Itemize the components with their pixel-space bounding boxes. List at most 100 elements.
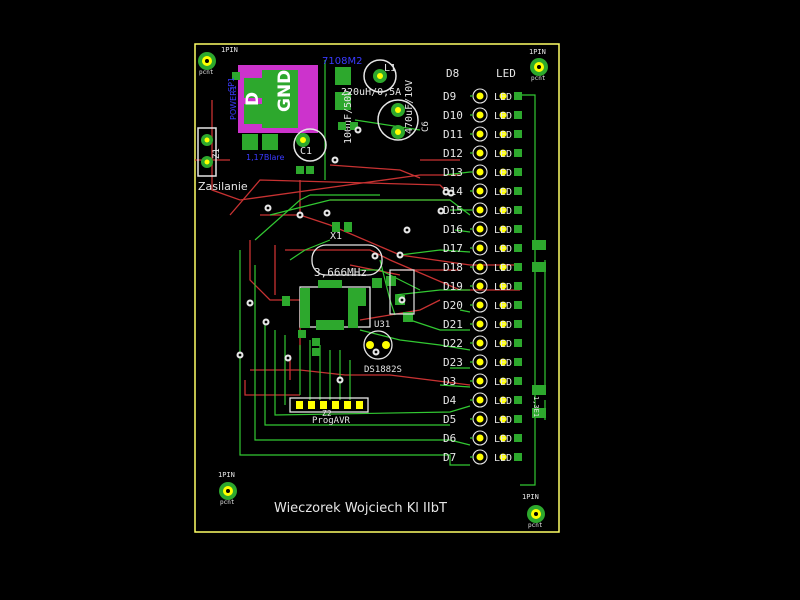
led-resistor [514,92,522,100]
led-pad-a [476,130,484,138]
led-pad-a [476,92,484,100]
hole-label: 1PIN [218,471,235,479]
led-resistor [514,453,522,461]
led-resistor [514,168,522,176]
led-ref: D19 [443,280,463,293]
led-pad-k [499,453,507,461]
prog-header [289,397,369,413]
led-pad-a [476,282,484,290]
led-resistor [514,415,522,423]
side-label: 1,3E1 [532,396,540,417]
u31-body [363,330,393,360]
led-ref: D23 [443,356,463,369]
led-resistor [514,358,522,366]
led-resistor [514,320,522,328]
led-pad-a [476,263,484,271]
led-pad-a [476,358,484,366]
led-val: LED [494,263,512,274]
led-pad-a [476,415,484,423]
hole-drill [534,512,538,516]
led-pad-a [476,453,484,461]
led-ref: D10 [443,109,463,122]
c1-body [293,128,327,162]
led-pad-a [476,434,484,442]
u31-value: DS1882S [364,365,402,375]
led-pad-a [476,111,484,119]
led-val: LED [494,225,512,236]
led-val: LED [494,415,512,426]
led-resistor [514,130,522,138]
board-outline [194,43,560,533]
led-pad-a [476,396,484,404]
led-ref: D11 [443,128,463,141]
led-pad-k [499,263,507,271]
c1-ref: C1 [300,146,312,157]
led-pad-k [499,225,507,233]
led-pad-k [499,111,507,119]
via-drill [238,353,242,357]
led-pad-a [476,244,484,252]
via-drill [264,320,268,324]
via-drill [338,378,342,382]
c6-value: 470uF/10V [404,80,415,134]
led-pad-k [499,358,507,366]
conn-z1-label: Zasilanie [198,180,248,193]
led-resistor [514,396,522,404]
led-val: LED [494,453,512,464]
hole-sub: pcnt [199,69,214,76]
via-drill [398,253,402,257]
hole-sub: pcnt [531,75,546,82]
l1-value: 220uH/0,5A [341,87,401,98]
led-pad-k [499,434,507,442]
hole-drill [205,59,209,63]
hole-label: 1PIN [529,48,546,56]
led-header-ref: D8 [446,67,459,80]
via-drill [373,254,377,258]
led-pad-a [476,187,484,195]
via-drill [356,128,360,132]
led-ref: D15 [443,204,463,217]
hole-label: 1PIN [522,493,539,501]
via-drill [266,206,270,210]
led-ref: D12 [443,147,463,160]
led-resistor [514,434,522,442]
crystal-ref: X1 [330,231,342,242]
reg-ref-left2: POWER1 [229,85,238,120]
led-resistor [514,301,522,309]
led-resistor [514,225,522,233]
led-pad-k [499,187,507,195]
led-resistor [514,187,522,195]
led-val: LED [494,282,512,293]
led-resistor [514,111,522,119]
led-resistor [514,149,522,157]
prog-label: ProgAVR [312,416,351,426]
reg-ref-bottom: 1,17Blare [246,153,285,162]
via-drill [325,211,329,215]
led-pad-a [476,225,484,233]
led-pad-k [499,206,507,214]
led-ref: D9 [443,90,456,103]
led-val: LED [494,396,512,407]
led-pad-k [499,377,507,385]
led-pad-a [476,206,484,214]
led-val: LED [494,358,512,369]
via-drill [405,228,409,232]
led-val: LED [494,377,512,388]
led-pad-k [499,244,507,252]
led-ref: D6 [443,432,456,445]
reg-ref-top: 7108M2 [322,56,362,67]
led-resistor [514,244,522,252]
regulator-tab [262,70,298,128]
led-ref: D20 [443,299,463,312]
